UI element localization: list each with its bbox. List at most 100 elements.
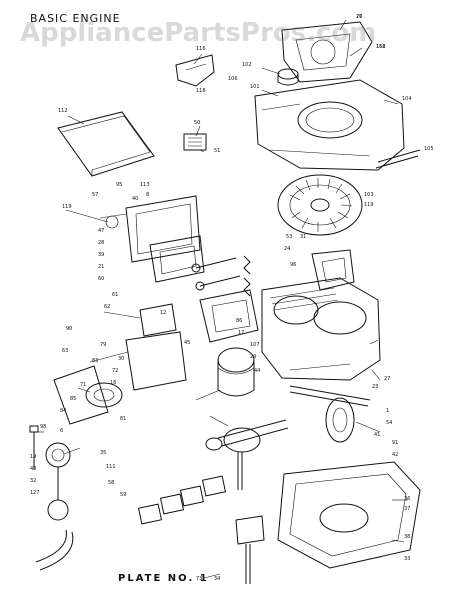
callout-number: 73 (196, 576, 202, 582)
blower-housing (254, 79, 405, 171)
callout-number: 106 (228, 76, 238, 82)
callout-number: 21 (98, 264, 104, 270)
oil-cap (277, 68, 299, 86)
callout-number: 95 (116, 182, 122, 188)
callout-number: 17 (238, 330, 244, 336)
muffler (45, 442, 71, 521)
cylinder-block (261, 277, 381, 381)
gasket-set (137, 475, 227, 525)
callout-number: 35 (100, 450, 106, 456)
callout-number: 50 (194, 120, 200, 126)
callout-number: 61 (112, 292, 118, 298)
gasket (149, 235, 205, 283)
callout-number: 8 (146, 192, 149, 198)
callout-number: 118 (196, 88, 206, 94)
diagram-title: BASIC ENGINE (30, 12, 121, 25)
callout-number: 119 (364, 202, 374, 208)
callout-number: 47 (98, 228, 104, 234)
callout-number: 28 (98, 240, 104, 246)
callout-number: 42 (392, 452, 398, 458)
callout-number: 38 (404, 534, 410, 540)
air-filter-pad (57, 111, 155, 177)
callout-number: 53 (286, 234, 292, 240)
callout-number: 101 (250, 84, 260, 90)
callout-number: 60 (98, 276, 104, 282)
callout-number: 113 (140, 182, 150, 188)
callout-number: 59 (120, 492, 126, 498)
ignition-coil (311, 249, 355, 291)
callout-number: 98 (40, 424, 46, 430)
callout-number: 58 (108, 480, 114, 486)
governor-parts (235, 515, 265, 584)
callout-number: 44 (254, 368, 260, 374)
callout-number: 103 (364, 192, 374, 198)
callout-number: 45 (184, 340, 190, 346)
callout-number: 16 (110, 380, 116, 386)
callout-number: 84 (60, 408, 66, 414)
callout-number: 6 (60, 428, 63, 434)
watermark-text: AppliancePartsPros.com (20, 18, 377, 48)
carburetor (85, 303, 187, 408)
callout-number: 77 (356, 14, 362, 20)
air-cleaner-body (99, 195, 201, 263)
callout-number: 54 (386, 420, 392, 426)
callout-number: 96 (290, 262, 296, 268)
callout-number: 79 (100, 342, 106, 348)
callout-number: 62 (104, 304, 110, 310)
callout-number: 31 (300, 234, 306, 240)
callout-number: 91 (392, 440, 398, 446)
piston (217, 347, 255, 397)
valves (191, 255, 251, 297)
callout-number: 72 (112, 368, 118, 374)
callout-number: 81 (120, 416, 126, 422)
callout-number: 152 (376, 44, 386, 50)
fuel-tank-bracket (53, 365, 109, 425)
callout-number: 107 (250, 342, 260, 348)
clip-part (183, 133, 207, 151)
callout-number: 119 (62, 204, 72, 210)
callout-number: 33 (404, 556, 410, 562)
callout-number: 104 (402, 96, 412, 102)
flywheel (277, 174, 363, 236)
callout-number: 112 (58, 108, 68, 114)
callout-number: 32 (30, 478, 36, 484)
callout-number: 57 (92, 192, 98, 198)
callout-number: 71 (80, 382, 86, 388)
callout-number: 86 (236, 318, 242, 324)
callout-number: 19 (30, 454, 36, 460)
callout-number: 37 (404, 506, 410, 512)
callout-number: 102 (242, 62, 252, 68)
callout-leaders (34, 19, 421, 579)
callout-number: 83 (92, 358, 98, 364)
callout-number: 1 (386, 408, 389, 414)
blower-shroud-cover (281, 21, 373, 83)
bracket-part (175, 54, 215, 87)
callout-number: 23 (372, 384, 378, 390)
crankshaft (289, 385, 371, 443)
callout-number: 29 (250, 354, 256, 360)
callout-number: 41 (374, 432, 380, 438)
callout-number: 116 (196, 46, 206, 52)
callout-number: 111 (106, 464, 116, 470)
callout-number: 48 (30, 466, 36, 472)
breather-tube (35, 529, 74, 571)
connecting-rod (205, 419, 289, 451)
cylinder-head (199, 289, 259, 343)
callout-number: 34 (214, 576, 220, 582)
callout-number: 166 (376, 44, 386, 50)
callout-number: 85 (70, 396, 76, 402)
callout-number: 105 (424, 146, 434, 152)
engine-base-sump (277, 461, 421, 569)
callout-number: 39 (98, 252, 104, 258)
callout-number: 12 (160, 310, 166, 316)
callout-number: 27 (384, 376, 390, 382)
callout-number: 30 (118, 356, 124, 362)
callout-number: 24 (284, 246, 290, 252)
callout-number: 40 (132, 196, 138, 202)
camshaft (223, 427, 261, 490)
callout-number: 26 (356, 14, 362, 20)
callout-number: 51 (214, 148, 220, 154)
